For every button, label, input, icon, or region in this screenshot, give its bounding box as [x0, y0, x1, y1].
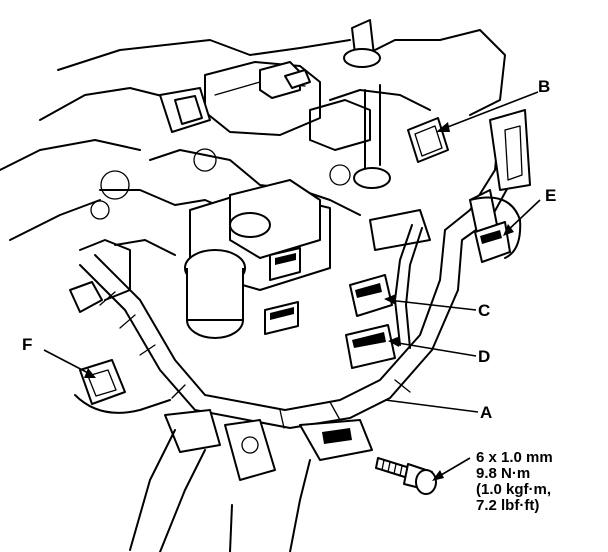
bolt-spec-torque-lbfft: 7.2 lbf·ft) — [476, 497, 539, 514]
connector-c — [349, 274, 393, 317]
connector-e — [469, 196, 522, 263]
label-f: F — [22, 335, 32, 354]
bolt-spec-torque-nm: 9.8 N·m — [476, 465, 530, 482]
label-b: B — [538, 77, 550, 96]
label-a: A — [480, 403, 492, 422]
transmission-housing — [0, 19, 506, 339]
label-e: E — [545, 186, 556, 205]
bolt-torque-spec: 6 x 1.0 mm 9.8 N·m (1.0 kgf·m, 7.2 lbf·f… — [476, 449, 553, 514]
wire-harness — [79, 109, 531, 552]
label-d: D — [478, 347, 490, 366]
label-c: C — [478, 301, 490, 320]
connector-f — [74, 359, 171, 414]
connector-d — [345, 324, 396, 369]
callouts — [43, 91, 541, 481]
mounting-bolt — [375, 457, 437, 495]
connector-b — [407, 117, 449, 163]
bolt-spec-size: 6 x 1.0 mm — [476, 449, 553, 466]
bolt-spec-torque-kgfm: (1.0 kgf·m, — [476, 481, 551, 498]
